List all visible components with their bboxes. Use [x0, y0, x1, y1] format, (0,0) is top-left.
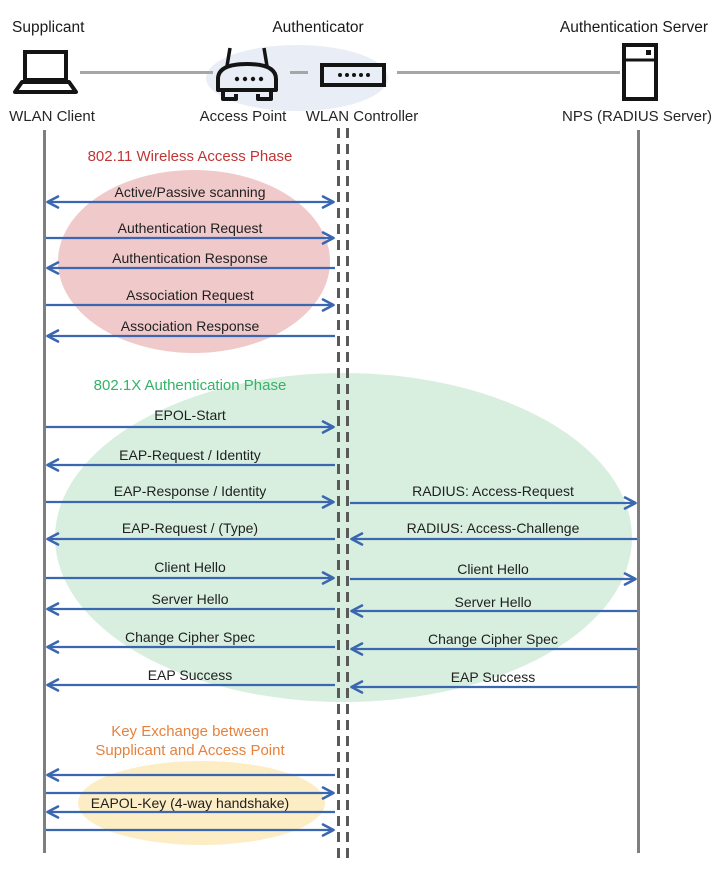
message-arrow — [350, 496, 637, 510]
message-label: Authentication Request — [117, 220, 263, 236]
message-arrow — [46, 768, 335, 782]
message-label: Client Hello — [457, 561, 529, 577]
message-arrow — [46, 823, 335, 837]
message-label: Active/Passive scanning — [114, 184, 266, 200]
device-wlan-client: WLAN Client — [9, 108, 95, 125]
device-nps-radius: NPS (RADIUS Server) — [561, 108, 713, 125]
message-label: EAP-Request / Identity — [119, 447, 261, 463]
message-label: Authentication Response — [112, 250, 268, 266]
message-arrow — [46, 329, 335, 343]
message-label: EAP Success — [147, 667, 233, 683]
laptop-icon — [13, 50, 78, 94]
role-supplicant: Supplicant — [12, 19, 85, 36]
message-arrow — [46, 458, 335, 472]
message-arrow — [46, 231, 335, 245]
phase-title-wireless-access: 802.11 Wireless Access Phase — [87, 148, 293, 165]
wlan-controller-icon — [320, 63, 386, 87]
message-arrow — [46, 805, 335, 819]
phase-title-key-exchange-line1: Key Exchange between — [111, 723, 269, 740]
device-access-point: Access Point — [199, 108, 287, 125]
message-arrow — [46, 678, 335, 692]
connector-ap-wlc — [290, 71, 308, 74]
message-arrow — [350, 642, 637, 656]
message-label: RADIUS: Access-Challenge — [406, 520, 580, 536]
role-authentication-server: Authentication Server — [559, 19, 709, 36]
access-point-icon — [216, 47, 278, 101]
message-arrow — [46, 640, 335, 654]
message-label: Association Request — [126, 287, 254, 303]
connector-wlc-server — [397, 71, 620, 74]
message-arrow — [46, 195, 335, 209]
message-arrow — [350, 572, 637, 586]
lifeline-authenticator-2 — [346, 128, 349, 862]
connector-client-ap — [80, 71, 213, 74]
message-label: EAP-Response / Identity — [113, 483, 267, 499]
message-label: EPOL-Start — [154, 407, 226, 423]
message-arrow — [350, 604, 637, 618]
device-wlan-controller: WLAN Controller — [305, 108, 419, 125]
message-arrow — [46, 261, 335, 275]
message-arrow — [46, 571, 335, 585]
message-label: RADIUS: Access-Request — [412, 483, 574, 499]
message-label: Association Response — [120, 318, 260, 334]
message-arrow — [350, 532, 637, 546]
message-label: EAPOL-Key (4-way handshake) — [90, 795, 290, 811]
message-arrow — [350, 680, 637, 694]
message-label: Change Cipher Spec — [428, 631, 558, 647]
message-label: Client Hello — [154, 559, 226, 575]
phase-title-dot1x: 802.1X Authentication Phase — [93, 377, 287, 394]
role-authenticator: Authenticator — [272, 19, 364, 36]
message-arrow — [46, 532, 335, 546]
message-arrow — [46, 420, 335, 434]
message-label: EAP Success — [450, 669, 536, 685]
phase-title-key-exchange-line2: Supplicant and Access Point — [95, 742, 285, 759]
message-label: Server Hello — [151, 591, 229, 607]
message-arrow — [46, 298, 335, 312]
lifeline-auth-server — [637, 130, 640, 853]
wireless-phase-ellipse — [58, 170, 330, 353]
message-arrow — [46, 495, 335, 509]
message-label: EAP-Request / (Type) — [121, 520, 259, 536]
message-label: Change Cipher Spec — [125, 629, 255, 645]
message-label: Server Hello — [454, 594, 532, 610]
server-icon — [622, 43, 658, 101]
message-arrow — [46, 786, 335, 800]
lifeline-authenticator-1 — [337, 128, 340, 862]
lifeline-supplicant — [43, 130, 46, 853]
phase-title-key-exchange: Key Exchange between Supplicant and Acce… — [30, 722, 350, 760]
message-arrow — [46, 602, 335, 616]
